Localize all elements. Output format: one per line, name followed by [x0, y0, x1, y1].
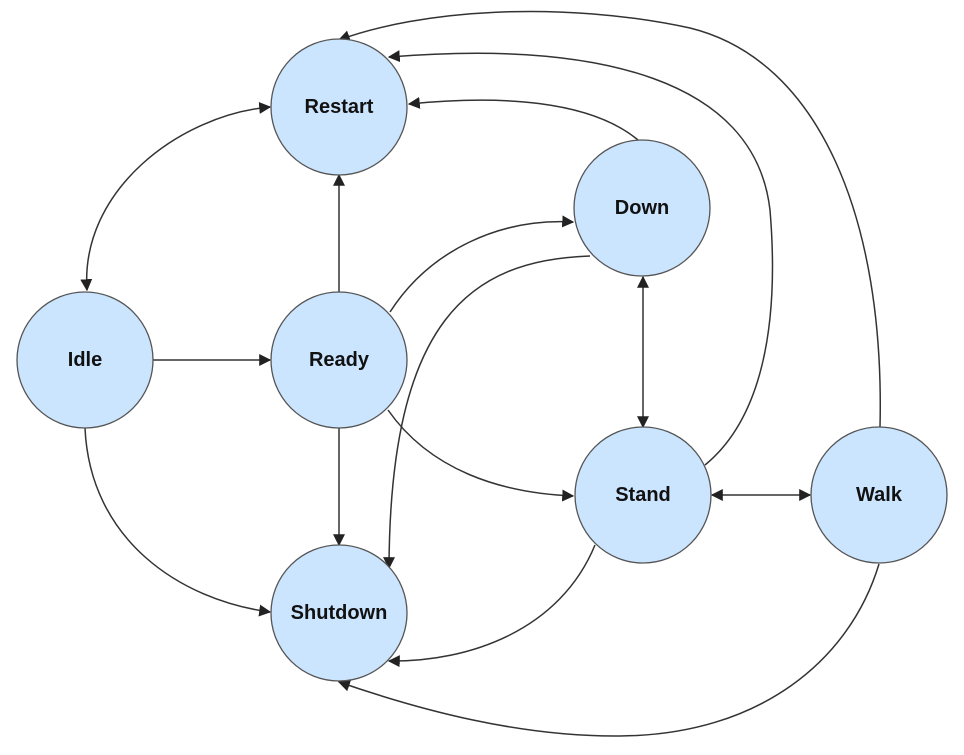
- node-restart-label: Restart: [305, 96, 374, 118]
- edge-idle-restart: [80, 101, 272, 292]
- node-walk[interactable]: Walk: [810, 426, 948, 564]
- edge-stand-shutdown: [387, 544, 596, 668]
- node-idle-circle: [16, 291, 154, 429]
- edges: [80, 10, 882, 737]
- node-down-label: Down: [615, 197, 669, 219]
- edge-walk-shutdown: [337, 563, 880, 737]
- node-idle[interactable]: Idle: [16, 291, 154, 429]
- edge-idle-shutdown: [84, 427, 272, 617]
- node-ready-label: Ready: [309, 349, 370, 371]
- node-ready[interactable]: Ready: [270, 291, 408, 429]
- edge-down-restart: [407, 96, 639, 141]
- edge-walk-restart: [337, 10, 882, 428]
- node-ready-circle: [270, 291, 408, 429]
- edge-ready-stand: [387, 409, 575, 502]
- node-stand-circle: [574, 426, 712, 564]
- node-down-circle: [573, 139, 711, 277]
- node-shutdown-label: Shutdown: [291, 602, 388, 624]
- node-restart[interactable]: Restart: [270, 38, 408, 176]
- node-walk-circle: [810, 426, 948, 564]
- edge-ready-down: [389, 215, 575, 313]
- node-stand[interactable]: Stand: [574, 426, 712, 564]
- node-idle-label: Idle: [68, 349, 102, 371]
- node-shutdown-circle: [270, 544, 408, 682]
- node-restart-circle: [270, 38, 408, 176]
- node-walk-label: Walk: [856, 484, 903, 506]
- node-down[interactable]: Down: [573, 139, 711, 277]
- node-shutdown[interactable]: Shutdown: [270, 544, 408, 682]
- node-stand-label: Stand: [615, 484, 671, 506]
- edge-down-shutdown: [383, 255, 591, 570]
- edge-stand-restart: [387, 50, 774, 466]
